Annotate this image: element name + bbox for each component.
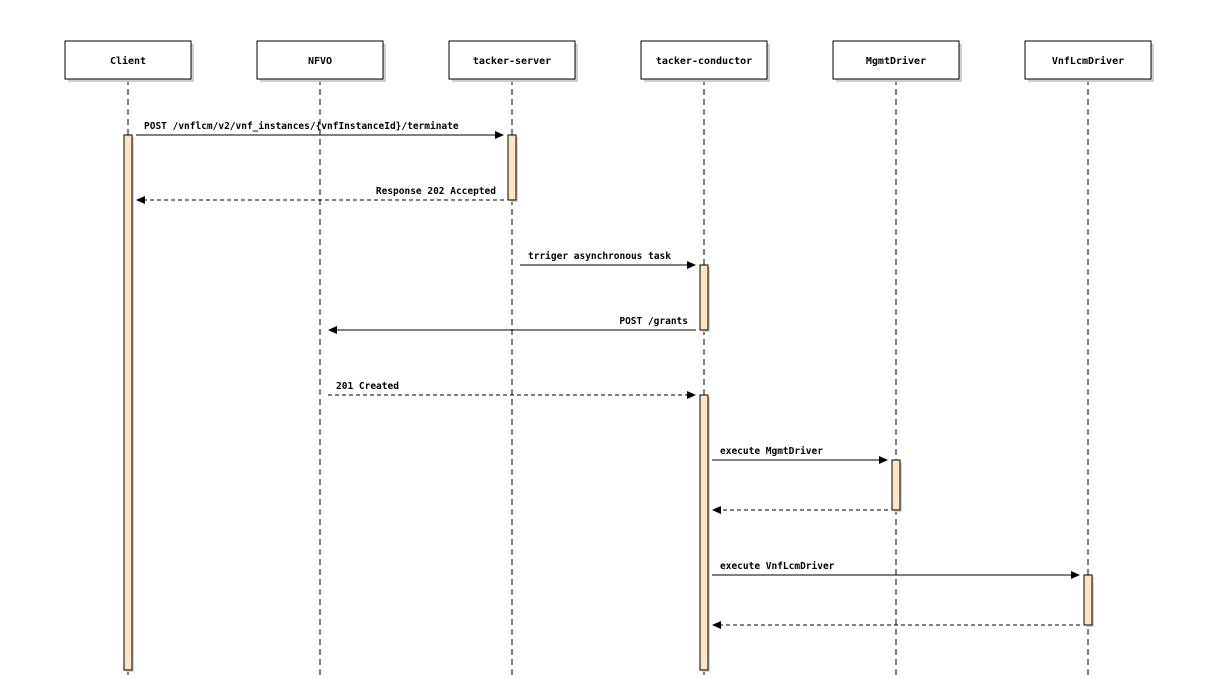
message-label: trriger asynchronous task [528, 251, 671, 262]
message-4: POST /grants [328, 316, 696, 334]
actor-tacker_server: tacker-server [448, 40, 578, 82]
actor-label: VnfLcmDriver [1052, 55, 1124, 67]
actor-label: tacker-conductor [656, 56, 752, 67]
actor-box [640, 40, 768, 80]
actor-mgmt_driver: MgmtDriver [832, 40, 962, 82]
actor-box [832, 40, 960, 80]
arrowhead [879, 456, 888, 464]
message-8: execute VnfLcmDriver [712, 561, 1080, 579]
message-label: execute MgmtDriver [720, 446, 823, 457]
arrowhead [328, 326, 337, 334]
message-1: POST /vnflcm/v2/vnf_instances/{vnfInstan… [136, 121, 504, 139]
arrowhead [495, 131, 504, 139]
message-label: 201 Created [336, 381, 399, 392]
activation-tacker_server [507, 134, 518, 202]
activation-bar [699, 394, 709, 671]
activation-tacker_conductor [699, 264, 710, 332]
actor-label: MgmtDriver [866, 55, 926, 67]
activation-tacker_conductor [699, 394, 710, 672]
actor-label: tacker-server [473, 56, 551, 67]
actor-vnflcm_driver: VnfLcmDriver [1024, 40, 1154, 82]
actor-nfvo: NFVO [256, 40, 386, 82]
actor-label: NFVO [308, 56, 332, 67]
activation-bar [123, 134, 133, 671]
arrowhead [687, 261, 696, 269]
actor-box [64, 40, 192, 80]
activation-bar [699, 264, 709, 331]
arrowhead [136, 196, 145, 204]
message-5: 201 Created [328, 381, 696, 399]
arrowhead [1071, 571, 1080, 579]
activation-bar [1083, 574, 1093, 626]
actor-box [1024, 40, 1152, 80]
message-7 [712, 506, 888, 514]
actor-box [448, 40, 576, 80]
messages: POST /vnflcm/v2/vnf_instances/{vnfInstan… [136, 121, 1080, 629]
message-label: Response 202 Accepted [376, 186, 496, 197]
actors: Client NFVO tacker-server tacker-conductor M… [64, 40, 1154, 82]
message-label: POST /grants [619, 316, 688, 327]
arrowhead [687, 391, 696, 399]
message-2: Response 202 Accepted [136, 186, 504, 204]
message-label: execute VnfLcmDriver [720, 561, 835, 572]
lifelines [127, 79, 1089, 676]
activation-vnflcm_driver [1083, 574, 1094, 627]
activation-bars [123, 134, 1094, 672]
activation-bar [891, 459, 901, 511]
message-6: execute MgmtDriver [712, 446, 888, 464]
activation-bar [507, 134, 517, 201]
message-3: trriger asynchronous task [520, 251, 696, 269]
actor-tacker_conductor: tacker-conductor [640, 40, 770, 82]
actor-client: Client [64, 40, 194, 82]
actor-label: Client [110, 55, 146, 67]
arrowhead [712, 621, 721, 629]
actor-box [256, 40, 384, 80]
arrowhead [712, 506, 721, 514]
activation-client [123, 134, 134, 672]
message-label: POST /vnflcm/v2/vnf_instances/{vnfInstan… [144, 121, 459, 132]
activation-mgmt_driver [891, 459, 902, 512]
message-9 [712, 621, 1080, 629]
